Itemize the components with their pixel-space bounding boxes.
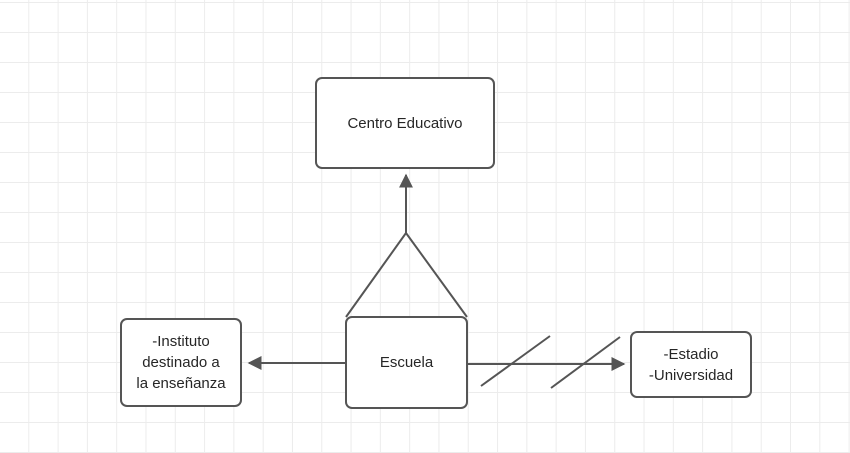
node-instituto-label: -Instituto destinado a la enseñanza	[136, 333, 226, 392]
node-centro-educativo[interactable]: Centro Educativo	[315, 77, 495, 169]
node-estadio-label: -Estadio -Universidad	[648, 345, 734, 384]
slash-mark-1	[480, 335, 551, 387]
slash-mark-2	[550, 336, 621, 389]
node-escuela[interactable]: Escuela	[345, 316, 468, 409]
node-instituto[interactable]: -Instituto destinado a la enseñanza	[120, 318, 242, 407]
node-estadio[interactable]: -Estadio -Universidad	[630, 331, 752, 398]
node-escuela-label: Escuela	[379, 354, 434, 371]
node-centro-educativo-label: Centro Educativo	[347, 114, 463, 132]
escuela-roof	[345, 232, 468, 318]
